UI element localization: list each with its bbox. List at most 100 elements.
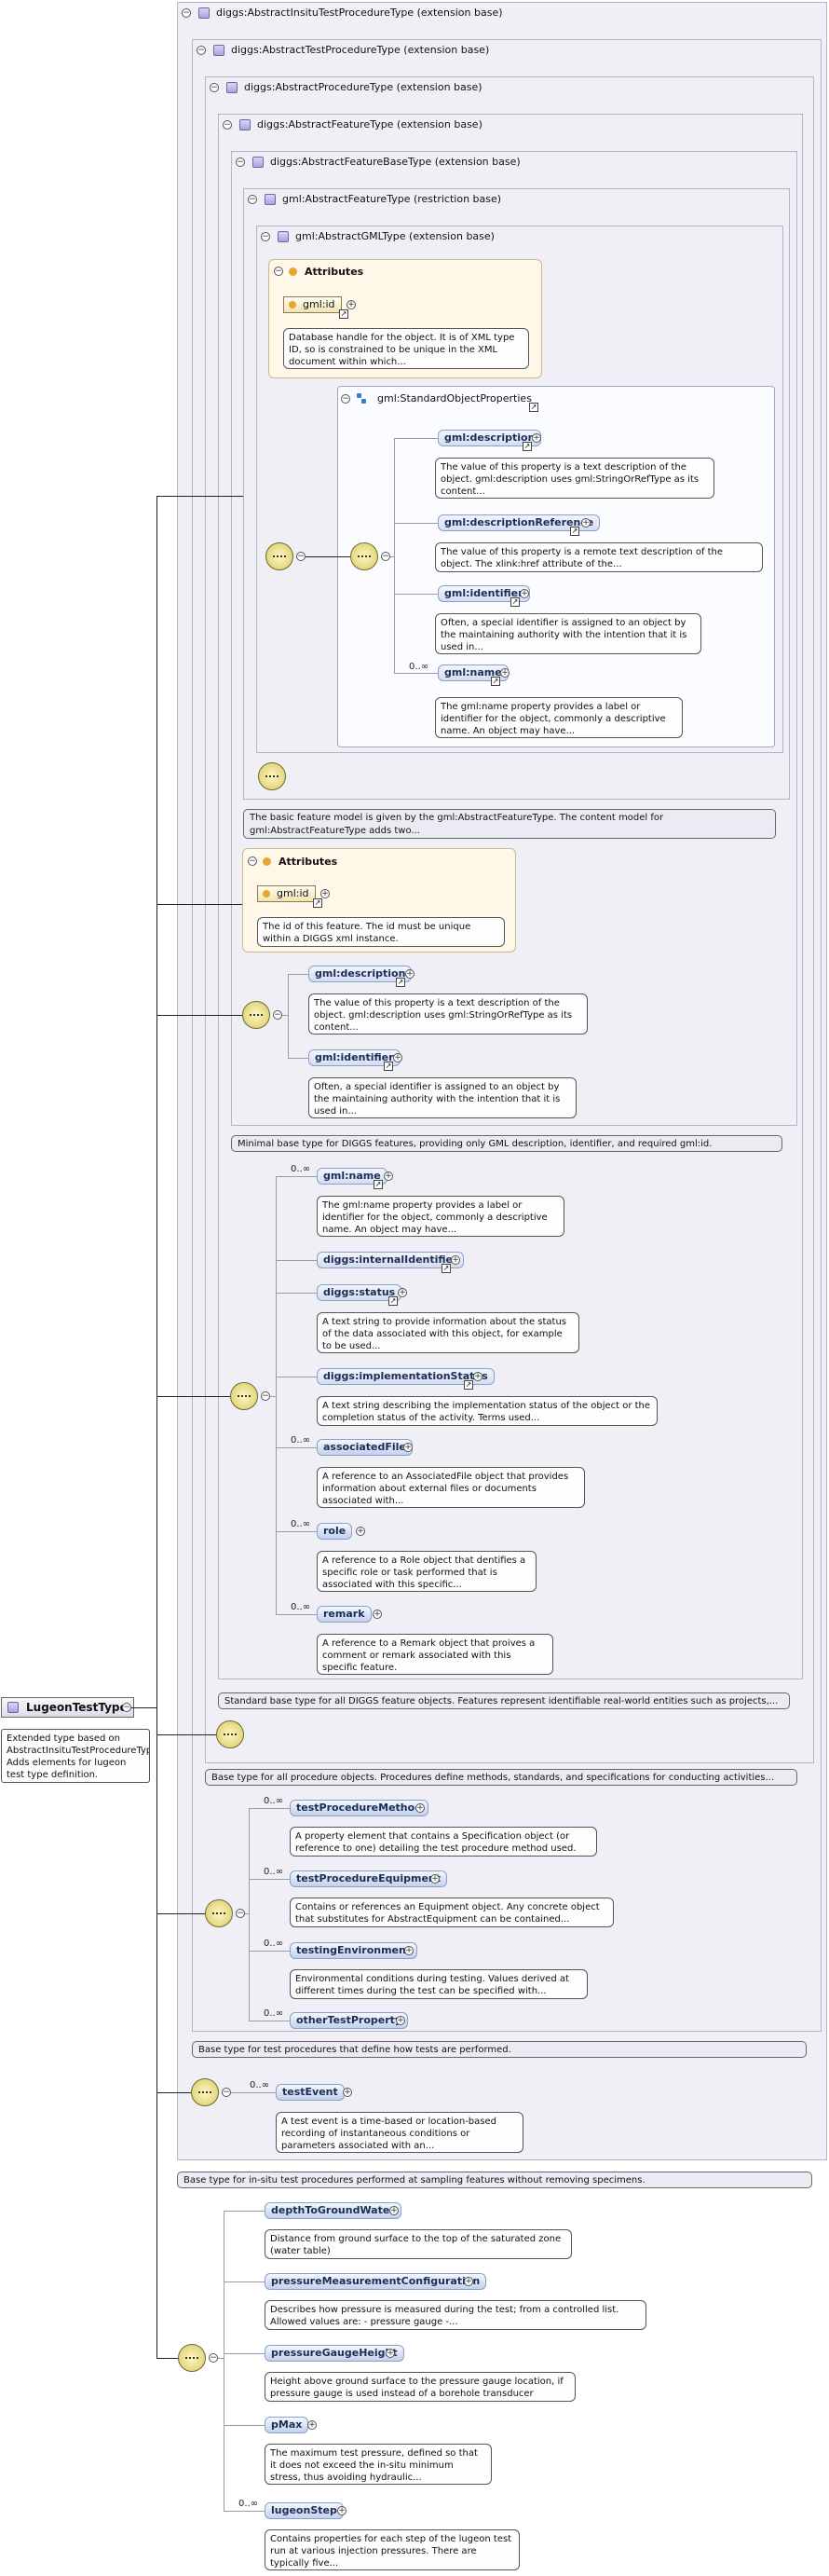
expand-toggle[interactable]: +: [500, 668, 510, 678]
element-gml-descriptionreference[interactable]: gml:descriptionReference: [438, 514, 601, 531]
element-othertestproperty[interactable]: otherTestProperty: [290, 2012, 409, 2029]
element-annotation: The value of this property is a remote t…: [435, 542, 763, 572]
element-associatedfile[interactable]: associatedFile: [317, 1439, 413, 1456]
expand-toggle[interactable]: +: [405, 969, 414, 979]
expand-toggle[interactable]: +: [386, 2349, 395, 2358]
expand-toggle[interactable]: +: [320, 889, 330, 898]
collapse-toggle[interactable]: −: [182, 8, 191, 18]
sequence-compositor-icon[interactable]: [178, 2344, 206, 2372]
expand-toggle[interactable]: +: [403, 1443, 413, 1452]
element-annotation: Height above ground surface to the press…: [265, 2372, 576, 2402]
element-remark[interactable]: remark: [317, 1606, 372, 1623]
expand-toggle[interactable]: +: [473, 1372, 482, 1381]
reference-arrow-icon[interactable]: ↗: [529, 403, 538, 412]
element-diggs-status[interactable]: diggs:status: [317, 1284, 402, 1301]
element-depthtogroundwater[interactable]: depthToGroundWater: [265, 2202, 401, 2219]
collapse-toggle[interactable]: −: [274, 267, 283, 276]
reference-arrow-icon[interactable]: ↗: [570, 527, 579, 536]
expand-toggle[interactable]: +: [464, 2277, 473, 2286]
expand-toggle[interactable]: +: [396, 2016, 405, 2025]
element-lugeonstep[interactable]: lugeonStep: [265, 2502, 344, 2519]
sequence-compositor-icon[interactable]: [191, 2078, 219, 2106]
element-gml-description[interactable]: gml:description: [308, 966, 413, 982]
attributes-icon: [289, 267, 297, 276]
expand-toggle[interactable]: +: [343, 2088, 352, 2097]
attribute-gml-id[interactable]: gml:id: [257, 885, 316, 902]
collapse-toggle[interactable]: −: [236, 1909, 245, 1918]
reference-arrow-icon[interactable]: ↗: [491, 677, 500, 686]
collapse-toggle[interactable]: −: [261, 1391, 270, 1401]
expand-toggle[interactable]: +: [373, 1610, 382, 1619]
gmlfeature-base-title: gml:AbstractFeatureType (restriction bas…: [282, 193, 502, 205]
collapse-toggle[interactable]: −: [236, 158, 245, 167]
expand-toggle[interactable]: +: [532, 433, 541, 443]
reference-arrow-icon[interactable]: ↗: [442, 1264, 451, 1273]
collapse-toggle[interactable]: −: [223, 120, 232, 130]
sequence-compositor-icon[interactable]: [242, 1001, 270, 1029]
element-diggs-implementationstatus[interactable]: diggs:implementationStatus: [317, 1368, 495, 1385]
element-role[interactable]: role: [317, 1523, 353, 1540]
collapse-toggle[interactable]: −: [209, 2353, 218, 2363]
reference-arrow-icon[interactable]: ↗: [384, 1062, 393, 1071]
sequence-compositor-icon[interactable]: [350, 542, 378, 570]
expand-toggle[interactable]: +: [307, 2420, 317, 2430]
element-testprocedureequipment[interactable]: testProcedureEquipment: [290, 1870, 448, 1887]
element-testingenvironment[interactable]: testingEnvironment: [290, 1942, 418, 1959]
collapse-toggle[interactable]: −: [222, 2088, 231, 2097]
element-pressuregaugeheight[interactable]: pressureGaugeHeight: [265, 2345, 404, 2362]
expand-toggle[interactable]: +: [520, 589, 529, 598]
connector-line: [249, 1879, 290, 1880]
connector-line: [288, 974, 308, 975]
attribute-gml-id[interactable]: gml:id: [283, 296, 342, 313]
sequence-compositor-icon[interactable]: [258, 762, 286, 790]
collapse-toggle[interactable]: −: [273, 1010, 282, 1020]
collapse-toggle[interactable]: −: [210, 83, 219, 92]
expand-toggle[interactable]: +: [337, 2506, 347, 2515]
reference-arrow-icon[interactable]: ↗: [396, 978, 405, 987]
expand-toggle[interactable]: +: [398, 1288, 407, 1297]
reference-arrow-icon[interactable]: ↗: [510, 597, 520, 607]
collapse-toggle[interactable]: −: [248, 856, 257, 866]
expand-toggle[interactable]: +: [384, 1172, 393, 1181]
sequence-compositor-icon[interactable]: [230, 1382, 258, 1410]
expand-toggle[interactable]: +: [451, 1255, 460, 1265]
sequence-compositor-icon[interactable]: [265, 542, 293, 570]
element-testproceduremethod[interactable]: testProcedureMethod: [290, 1800, 429, 1816]
reference-arrow-icon[interactable]: ↗: [388, 1296, 398, 1306]
collapse-toggle[interactable]: −: [122, 1703, 131, 1712]
sequence-compositor-icon[interactable]: [205, 1899, 233, 1927]
element-gml-identifier[interactable]: gml:identifier: [438, 585, 530, 602]
element-testevent[interactable]: testEvent: [276, 2084, 345, 2101]
reference-arrow-icon[interactable]: ↗: [374, 1180, 383, 1189]
expand-toggle[interactable]: +: [581, 518, 591, 528]
sequence-compositor-icon[interactable]: [216, 1720, 244, 1748]
element-gml-name[interactable]: gml:name: [317, 1168, 387, 1185]
collapse-toggle[interactable]: −: [197, 46, 206, 55]
collapse-toggle[interactable]: −: [381, 552, 390, 561]
element-gml-description[interactable]: gml:description: [438, 430, 542, 446]
connector-line: [245, 1913, 250, 1914]
collapse-toggle[interactable]: −: [341, 394, 350, 404]
element-gml-identifier[interactable]: gml:identifier: [308, 1049, 401, 1066]
element-pressuremeasurementconfiguration[interactable]: pressureMeasurementConfiguration: [265, 2273, 487, 2290]
reference-arrow-icon[interactable]: ↗: [313, 898, 322, 908]
expand-toggle[interactable]: +: [356, 1527, 365, 1536]
collapse-toggle[interactable]: −: [261, 232, 270, 241]
element-pmax[interactable]: pMax: [265, 2417, 309, 2433]
expand-toggle[interactable]: +: [415, 1803, 425, 1813]
reference-arrow-icon[interactable]: ↗: [523, 442, 532, 451]
element-diggs-internalidentifier[interactable]: diggs:internalIdentifier: [317, 1252, 465, 1268]
expand-toggle[interactable]: +: [347, 300, 356, 309]
reference-arrow-icon[interactable]: ↗: [339, 309, 348, 319]
multiplicity-label: 0..∞: [250, 2080, 270, 2090]
collapse-toggle[interactable]: −: [296, 552, 306, 561]
expand-toggle[interactable]: +: [389, 2206, 399, 2215]
element-gml-name[interactable]: gml:name: [438, 665, 509, 681]
reference-arrow-icon[interactable]: ↗: [464, 1380, 473, 1390]
root-type[interactable]: LugeonTestType: [1, 1697, 134, 1718]
expand-toggle[interactable]: +: [393, 1053, 402, 1062]
element-annotation: A text string to provide information abo…: [317, 1312, 579, 1353]
expand-toggle[interactable]: +: [404, 1946, 414, 1955]
expand-toggle[interactable]: +: [430, 1874, 440, 1884]
collapse-toggle[interactable]: −: [248, 195, 257, 204]
